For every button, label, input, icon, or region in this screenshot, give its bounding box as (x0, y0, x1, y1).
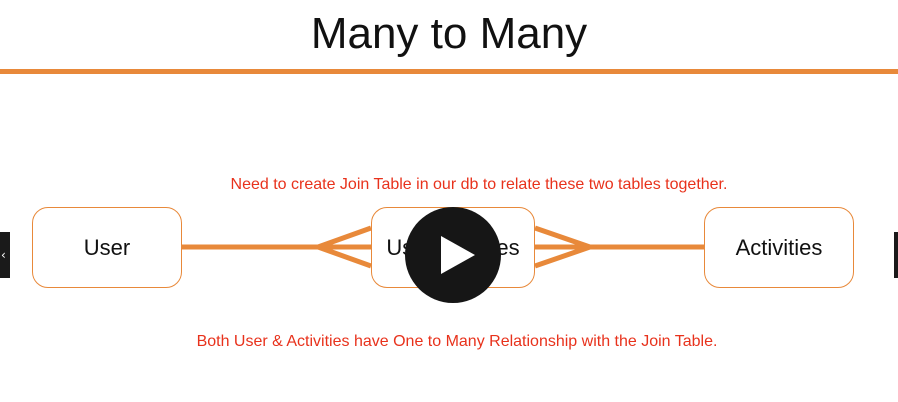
relationship-note: Both User & Activities have One to Many … (196, 333, 718, 350)
user-crowsfoot (310, 225, 372, 269)
activities-crowsfoot (534, 225, 598, 269)
prev-slide-button[interactable]: ‹ (0, 232, 10, 278)
entity-activities-label: Activities (735, 234, 823, 260)
entity-user: User (32, 207, 182, 288)
next-slide-button[interactable] (894, 232, 898, 278)
chevron-left-icon: ‹ (1, 248, 6, 262)
join-table-note: Need to create Join Table in our db to r… (230, 176, 728, 193)
play-button[interactable] (405, 207, 501, 303)
slide-title: Many to Many (310, 9, 588, 58)
play-icon (441, 236, 475, 274)
entity-activities: Activities (704, 207, 854, 288)
title-divider (0, 69, 898, 74)
entity-user-label: User (83, 234, 131, 260)
